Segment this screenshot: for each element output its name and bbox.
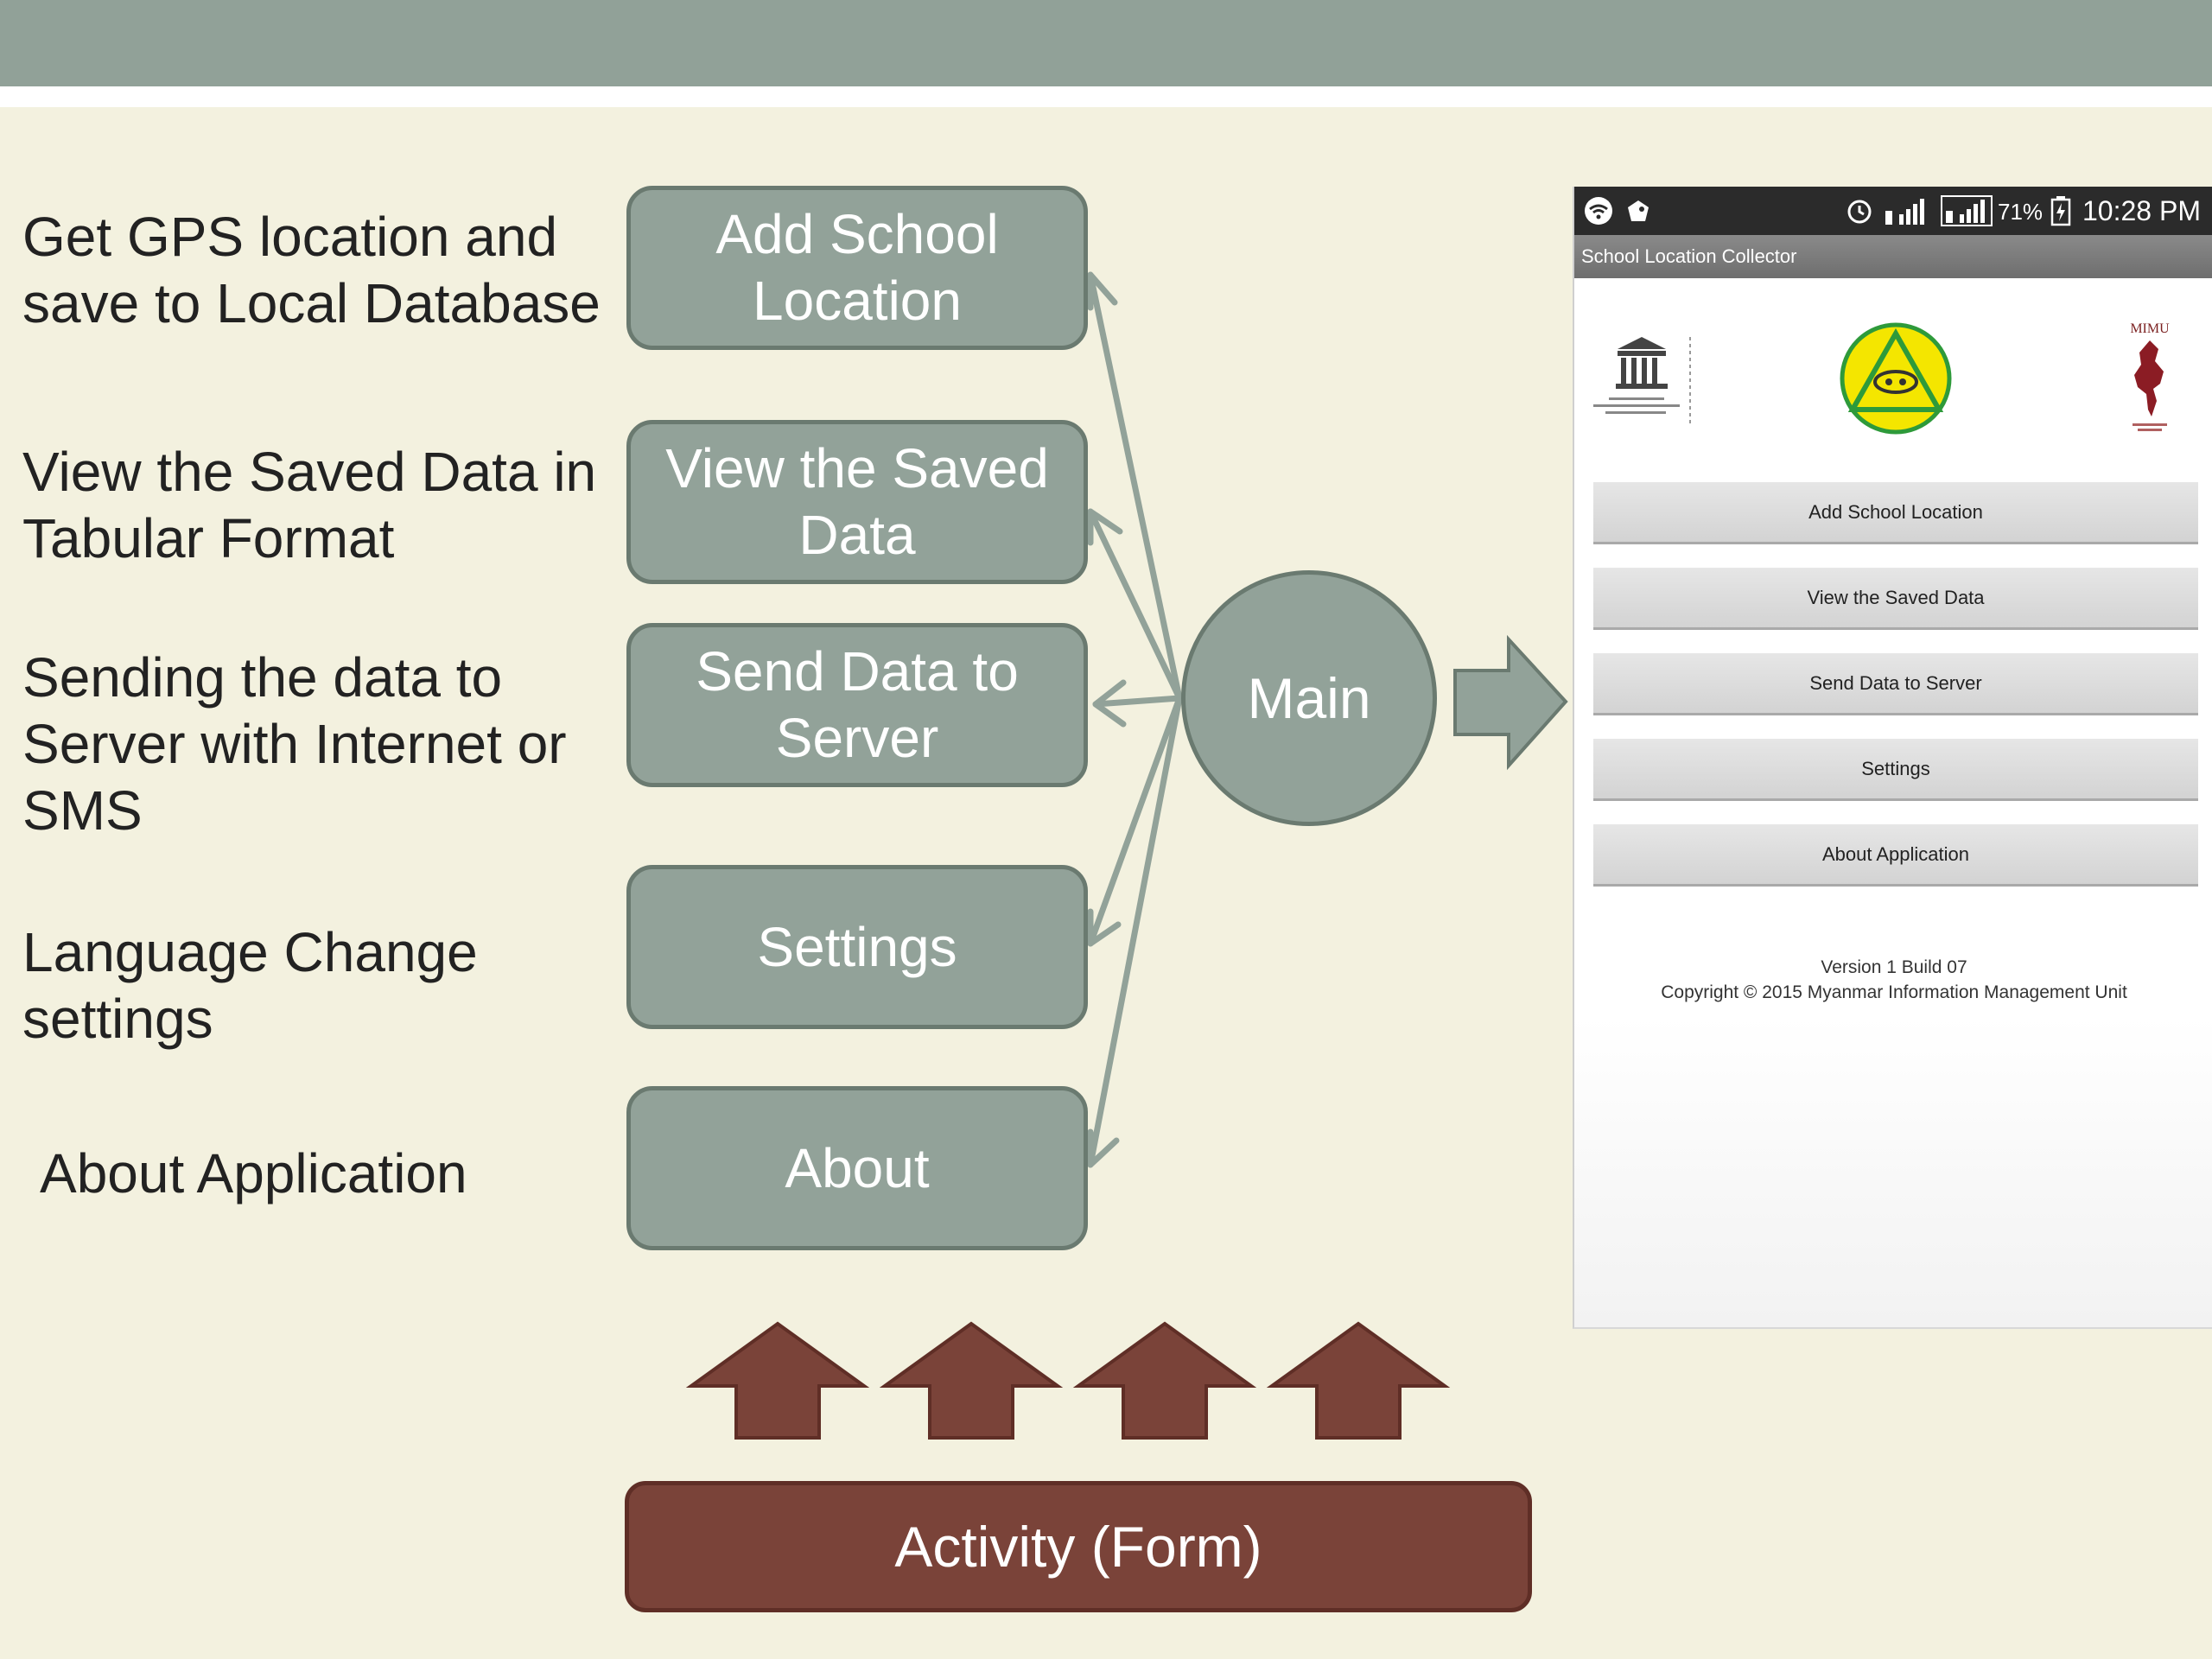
description-about: About Application [40, 1142, 467, 1205]
node-send-data-to-server: Send Data to Server [626, 623, 1088, 787]
battery-icon [2050, 196, 2071, 226]
arrowhead-settings [1087, 908, 1122, 947]
node-label: View the Saved Data [665, 437, 1049, 566]
node-label: Main [1247, 666, 1371, 730]
node-add-school-location: Add School Location [626, 186, 1088, 350]
activity-form-box: Activity (Form) [625, 1481, 1532, 1612]
status-time: 10:28 PM [2082, 195, 2201, 226]
phone-button-about-application[interactable]: About Application [1593, 824, 2198, 887]
node-label: Add School Location [715, 203, 999, 332]
arrowhead-add-school [1087, 271, 1118, 311]
signal-icon [1885, 199, 1924, 225]
node-main: Main [1181, 570, 1437, 826]
app-title: School Location Collector [1581, 245, 1797, 267]
wifi-icon [1585, 197, 1612, 225]
copyright-text: Copyright © 2015 Myanmar Information Man… [1661, 982, 2127, 1002]
arrow-to-view-saved [1087, 508, 1183, 702]
up-arrow-2 [879, 1321, 1064, 1440]
arrow-to-settings [1087, 695, 1183, 947]
arrowhead-send-data [1092, 679, 1127, 728]
description-send: Sending the data to Server with Internet… [22, 646, 567, 842]
node-view-saved-data: View the Saved Data [626, 420, 1088, 584]
battery-percent: 71% [1998, 199, 2044, 225]
up-arrow-3 [1072, 1321, 1257, 1440]
phone-lower-area [1574, 1016, 2212, 1327]
arrow-to-about [1087, 695, 1183, 1168]
header-divider [0, 86, 2212, 107]
alarm-icon [1847, 200, 1872, 224]
node-about: About [626, 1086, 1088, 1250]
status-bar: 71% 10:28 PM [1574, 187, 2212, 235]
activity-label: Activity (Form) [894, 1515, 1262, 1579]
up-arrow-4 [1266, 1321, 1451, 1440]
version-text: Version 1 Build 07 [1821, 957, 1967, 977]
description-gps: Get GPS location and save to Local Datab… [22, 206, 601, 334]
header-band [0, 0, 2212, 86]
phone-screenshot: 71% 10:28 PM School Location Collector M… [1573, 187, 2212, 1329]
description-language: Language Change settings [22, 921, 478, 1050]
description-view: View the Saved Data in Tabular Format [22, 441, 597, 569]
mimu-logo: MIMU [2124, 321, 2202, 442]
up-arrow-1 [685, 1321, 870, 1440]
signal-icon [1941, 195, 1993, 226]
phone-button-view-saved-data[interactable]: View the Saved Data [1593, 568, 2198, 630]
notification-icon [1628, 200, 1649, 221]
un-organization-logo [1593, 337, 1691, 425]
node-label: Send Data to Server [696, 640, 1019, 769]
myanmar-map-icon [2133, 340, 2167, 431]
ministry-logo [1840, 322, 1952, 435]
arrowhead-about [1087, 1128, 1120, 1168]
mimu-logo-text: MIMU [2130, 321, 2170, 336]
arrow-to-send-data [1092, 695, 1183, 708]
arrow-main-to-app [1453, 634, 1568, 771]
node-settings: Settings [626, 865, 1088, 1029]
node-label: Settings [757, 915, 957, 978]
phone-button-settings[interactable]: Settings [1593, 739, 2198, 801]
arrowhead-view-saved [1087, 508, 1123, 546]
app-title-bar: School Location Collector [1574, 235, 2212, 278]
node-label: About [785, 1136, 930, 1199]
arrow-to-add-school [1087, 271, 1183, 702]
phone-button-send-data-to-server[interactable]: Send Data to Server [1593, 653, 2198, 715]
phone-button-add-school-location[interactable]: Add School Location [1593, 482, 2198, 544]
